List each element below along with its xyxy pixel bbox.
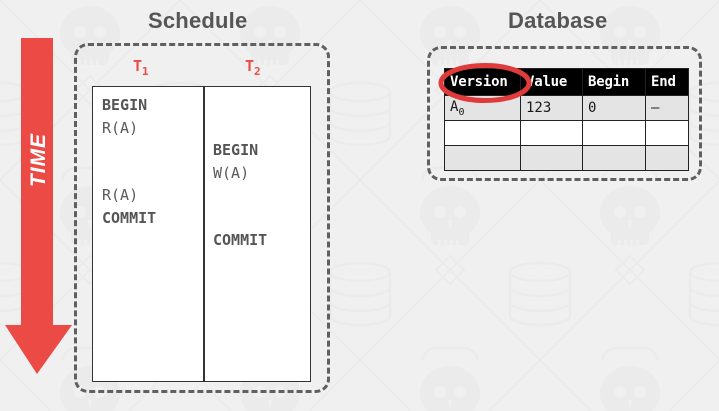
schedule-op-blank — [213, 117, 267, 140]
table-row — [444, 145, 689, 171]
schedule-op-blank — [213, 364, 267, 387]
schedule-op-blank — [213, 207, 267, 230]
table-header-row: Version Value Begin End — [444, 68, 689, 96]
schedule-operations-table: BEGIN R(A) R(A) COMMIT BEGIN W(A) COMMIT — [92, 86, 311, 382]
cell-begin — [582, 120, 646, 146]
cell-value — [520, 145, 583, 171]
transaction-subscript-t1: 1 — [142, 65, 149, 78]
cell-value — [520, 120, 583, 146]
transaction-header-t1: T1 — [133, 57, 149, 78]
schedule-column-divider — [203, 87, 205, 381]
cell-version — [444, 120, 521, 146]
schedule-op-wa: W(A) — [213, 163, 250, 182]
column-header-value: Value — [520, 68, 583, 96]
schedule-op-blank — [102, 342, 156, 365]
schedule-op-begin: BEGIN — [213, 141, 259, 159]
cell-end — [645, 145, 689, 171]
transaction-name-t2: T — [245, 57, 255, 75]
schedule-column-t2: BEGIN W(A) COMMIT — [213, 94, 267, 387]
schedule-op-commit: COMMIT — [213, 231, 268, 249]
schedule-op-begin: BEGIN — [102, 96, 148, 114]
schedule-op-blank — [102, 274, 156, 297]
schedule-op-blank — [213, 252, 267, 275]
schedule-op-blank — [213, 319, 267, 342]
cell-version: A0 — [444, 95, 521, 121]
schedule-op-blank — [102, 229, 156, 252]
database-panel-container — [427, 46, 702, 181]
schedule-op-blank — [102, 364, 156, 387]
schedule-op-commit: COMMIT — [102, 208, 157, 227]
transaction-name-t1: T — [133, 57, 143, 75]
cell-version — [444, 145, 521, 171]
schedule-op-blank — [213, 297, 267, 320]
schedule-op-blank — [102, 252, 156, 275]
transaction-header-t2: T2 — [245, 57, 261, 78]
schedule-column-t1: BEGIN R(A) R(A) COMMIT — [102, 94, 156, 387]
cell-end — [645, 120, 689, 146]
schedule-op-ra: R(A) — [102, 186, 139, 204]
column-header-begin: Begin — [582, 68, 646, 96]
schedule-op-blank — [102, 139, 156, 162]
schedule-op-blank — [213, 94, 267, 117]
schedule-op-blank — [213, 342, 267, 365]
schedule-op-blank — [213, 274, 267, 297]
schedule-op-blank — [102, 162, 156, 185]
cell-value: 123 — [520, 95, 583, 121]
cell-begin — [582, 145, 646, 171]
table-row — [444, 120, 689, 146]
schedule-op-blank — [102, 297, 156, 320]
cell-begin: 0 — [582, 95, 646, 121]
schedule-op-ra: R(A) — [102, 118, 139, 137]
schedule-op-blank — [213, 184, 267, 207]
column-header-end: End — [645, 68, 689, 96]
transaction-subscript-t2: 2 — [254, 65, 261, 78]
database-panel-title: Database — [508, 8, 608, 33]
schedule-op-blank — [102, 319, 156, 342]
time-axis-arrow — [5, 38, 72, 374]
schedule-panel-container — [74, 43, 330, 393]
column-header-version: Version — [444, 68, 521, 96]
schedule-panel-title: Schedule — [148, 8, 248, 33]
cell-end: – — [645, 95, 689, 121]
